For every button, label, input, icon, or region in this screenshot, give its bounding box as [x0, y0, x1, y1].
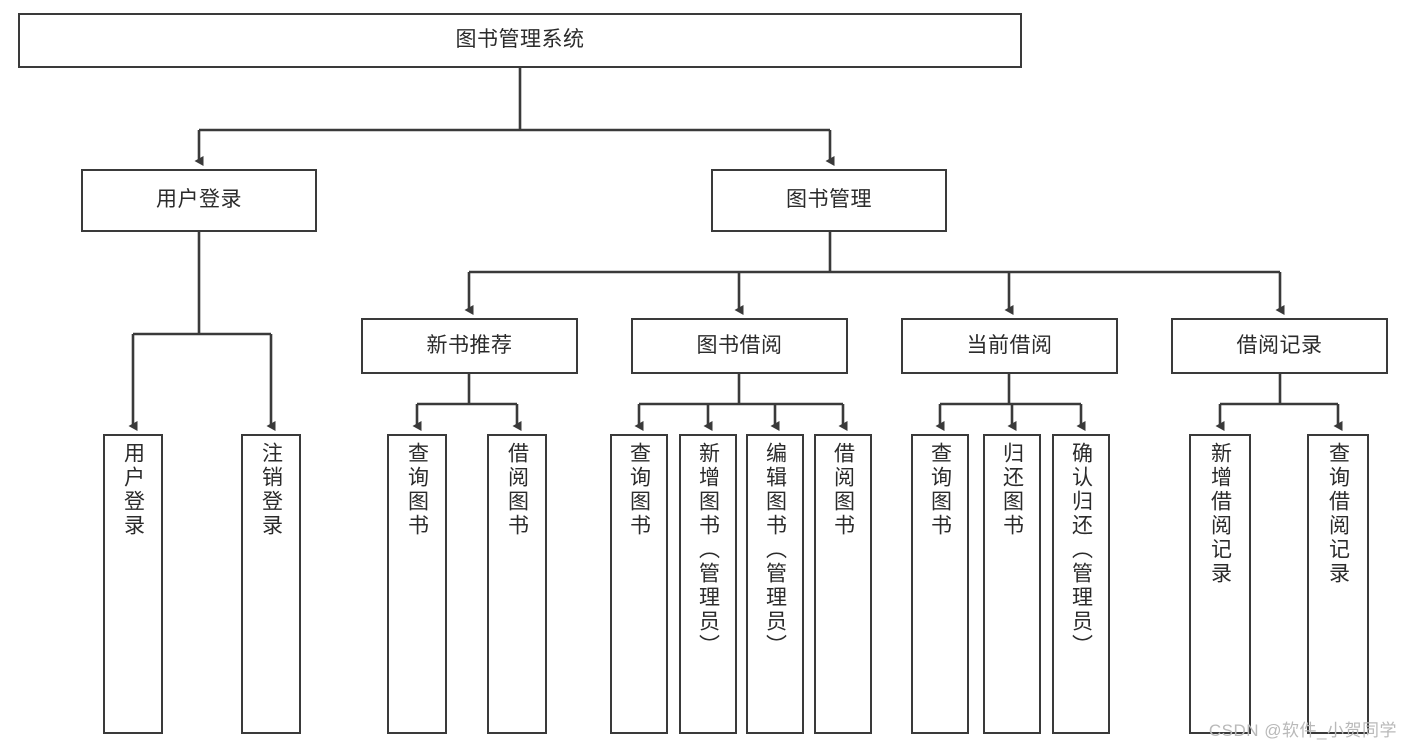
- node-leaf-confirm-return[interactable]: 确认归还（管理员）: [1052, 434, 1110, 734]
- node-leaf-query-book-rec[interactable]: 查询图书: [387, 434, 447, 734]
- node-leaf-logout[interactable]: 注销登录: [241, 434, 301, 734]
- node-borrow-record-label: 借阅记录: [1236, 333, 1323, 357]
- node-new-book-recommendation[interactable]: 新书推荐: [361, 318, 578, 374]
- node-leaf-user-login[interactable]: 用户登录: [103, 434, 163, 734]
- leaf-add-book-label: 新增图书（管理员）: [696, 442, 720, 658]
- node-root-system[interactable]: 图书管理系统: [18, 13, 1022, 68]
- node-leaf-add-record[interactable]: 新增借阅记录: [1189, 434, 1251, 734]
- node-current-borrow[interactable]: 当前借阅: [901, 318, 1118, 374]
- node-leaf-return-book[interactable]: 归还图书: [983, 434, 1041, 734]
- node-leaf-borrow-book-rec[interactable]: 借阅图书: [487, 434, 547, 734]
- node-leaf-query-book-br[interactable]: 查询图书: [610, 434, 668, 734]
- node-user-login[interactable]: 用户登录: [81, 169, 317, 232]
- node-user-login-label: 用户登录: [156, 188, 242, 212]
- leaf-query-book-br-label: 查询图书: [627, 442, 651, 538]
- leaf-user-login-label: 用户登录: [121, 442, 145, 538]
- leaf-confirm-return-label: 确认归还（管理员）: [1069, 442, 1093, 658]
- leaf-return-book-label: 归还图书: [1000, 442, 1024, 538]
- leaf-add-record-label: 新增借阅记录: [1208, 442, 1232, 586]
- leaf-edit-book-label: 编辑图书（管理员）: [763, 442, 787, 658]
- node-book-borrow[interactable]: 图书借阅: [631, 318, 848, 374]
- watermark-text: CSDN @软件_小贺同学: [1208, 721, 1397, 740]
- node-book-manage[interactable]: 图书管理: [711, 169, 947, 232]
- leaf-query-book-rec-label: 查询图书: [405, 442, 429, 538]
- node-leaf-borrow-book-br[interactable]: 借阅图书: [814, 434, 872, 734]
- leaf-query-record-label: 查询借阅记录: [1326, 442, 1350, 586]
- node-book-manage-label: 图书管理: [786, 188, 872, 212]
- leaf-query-book-cb-label: 查询图书: [928, 442, 952, 538]
- leaf-logout-label: 注销登录: [259, 442, 283, 538]
- node-leaf-add-book[interactable]: 新增图书（管理员）: [679, 434, 737, 734]
- node-leaf-query-book-cb[interactable]: 查询图书: [911, 434, 969, 734]
- node-leaf-query-record[interactable]: 查询借阅记录: [1307, 434, 1369, 734]
- node-current-borrow-label: 当前借阅: [966, 333, 1053, 357]
- leaf-borrow-book-rec-label: 借阅图书: [505, 442, 529, 538]
- node-book-borrow-label: 图书借阅: [696, 333, 783, 357]
- node-leaf-edit-book[interactable]: 编辑图书（管理员）: [746, 434, 804, 734]
- node-root-label: 图书管理系统: [455, 28, 585, 52]
- node-borrow-record[interactable]: 借阅记录: [1171, 318, 1388, 374]
- leaf-borrow-book-br-label: 借阅图书: [831, 442, 855, 538]
- node-new-book-rec-label: 新书推荐: [426, 333, 513, 357]
